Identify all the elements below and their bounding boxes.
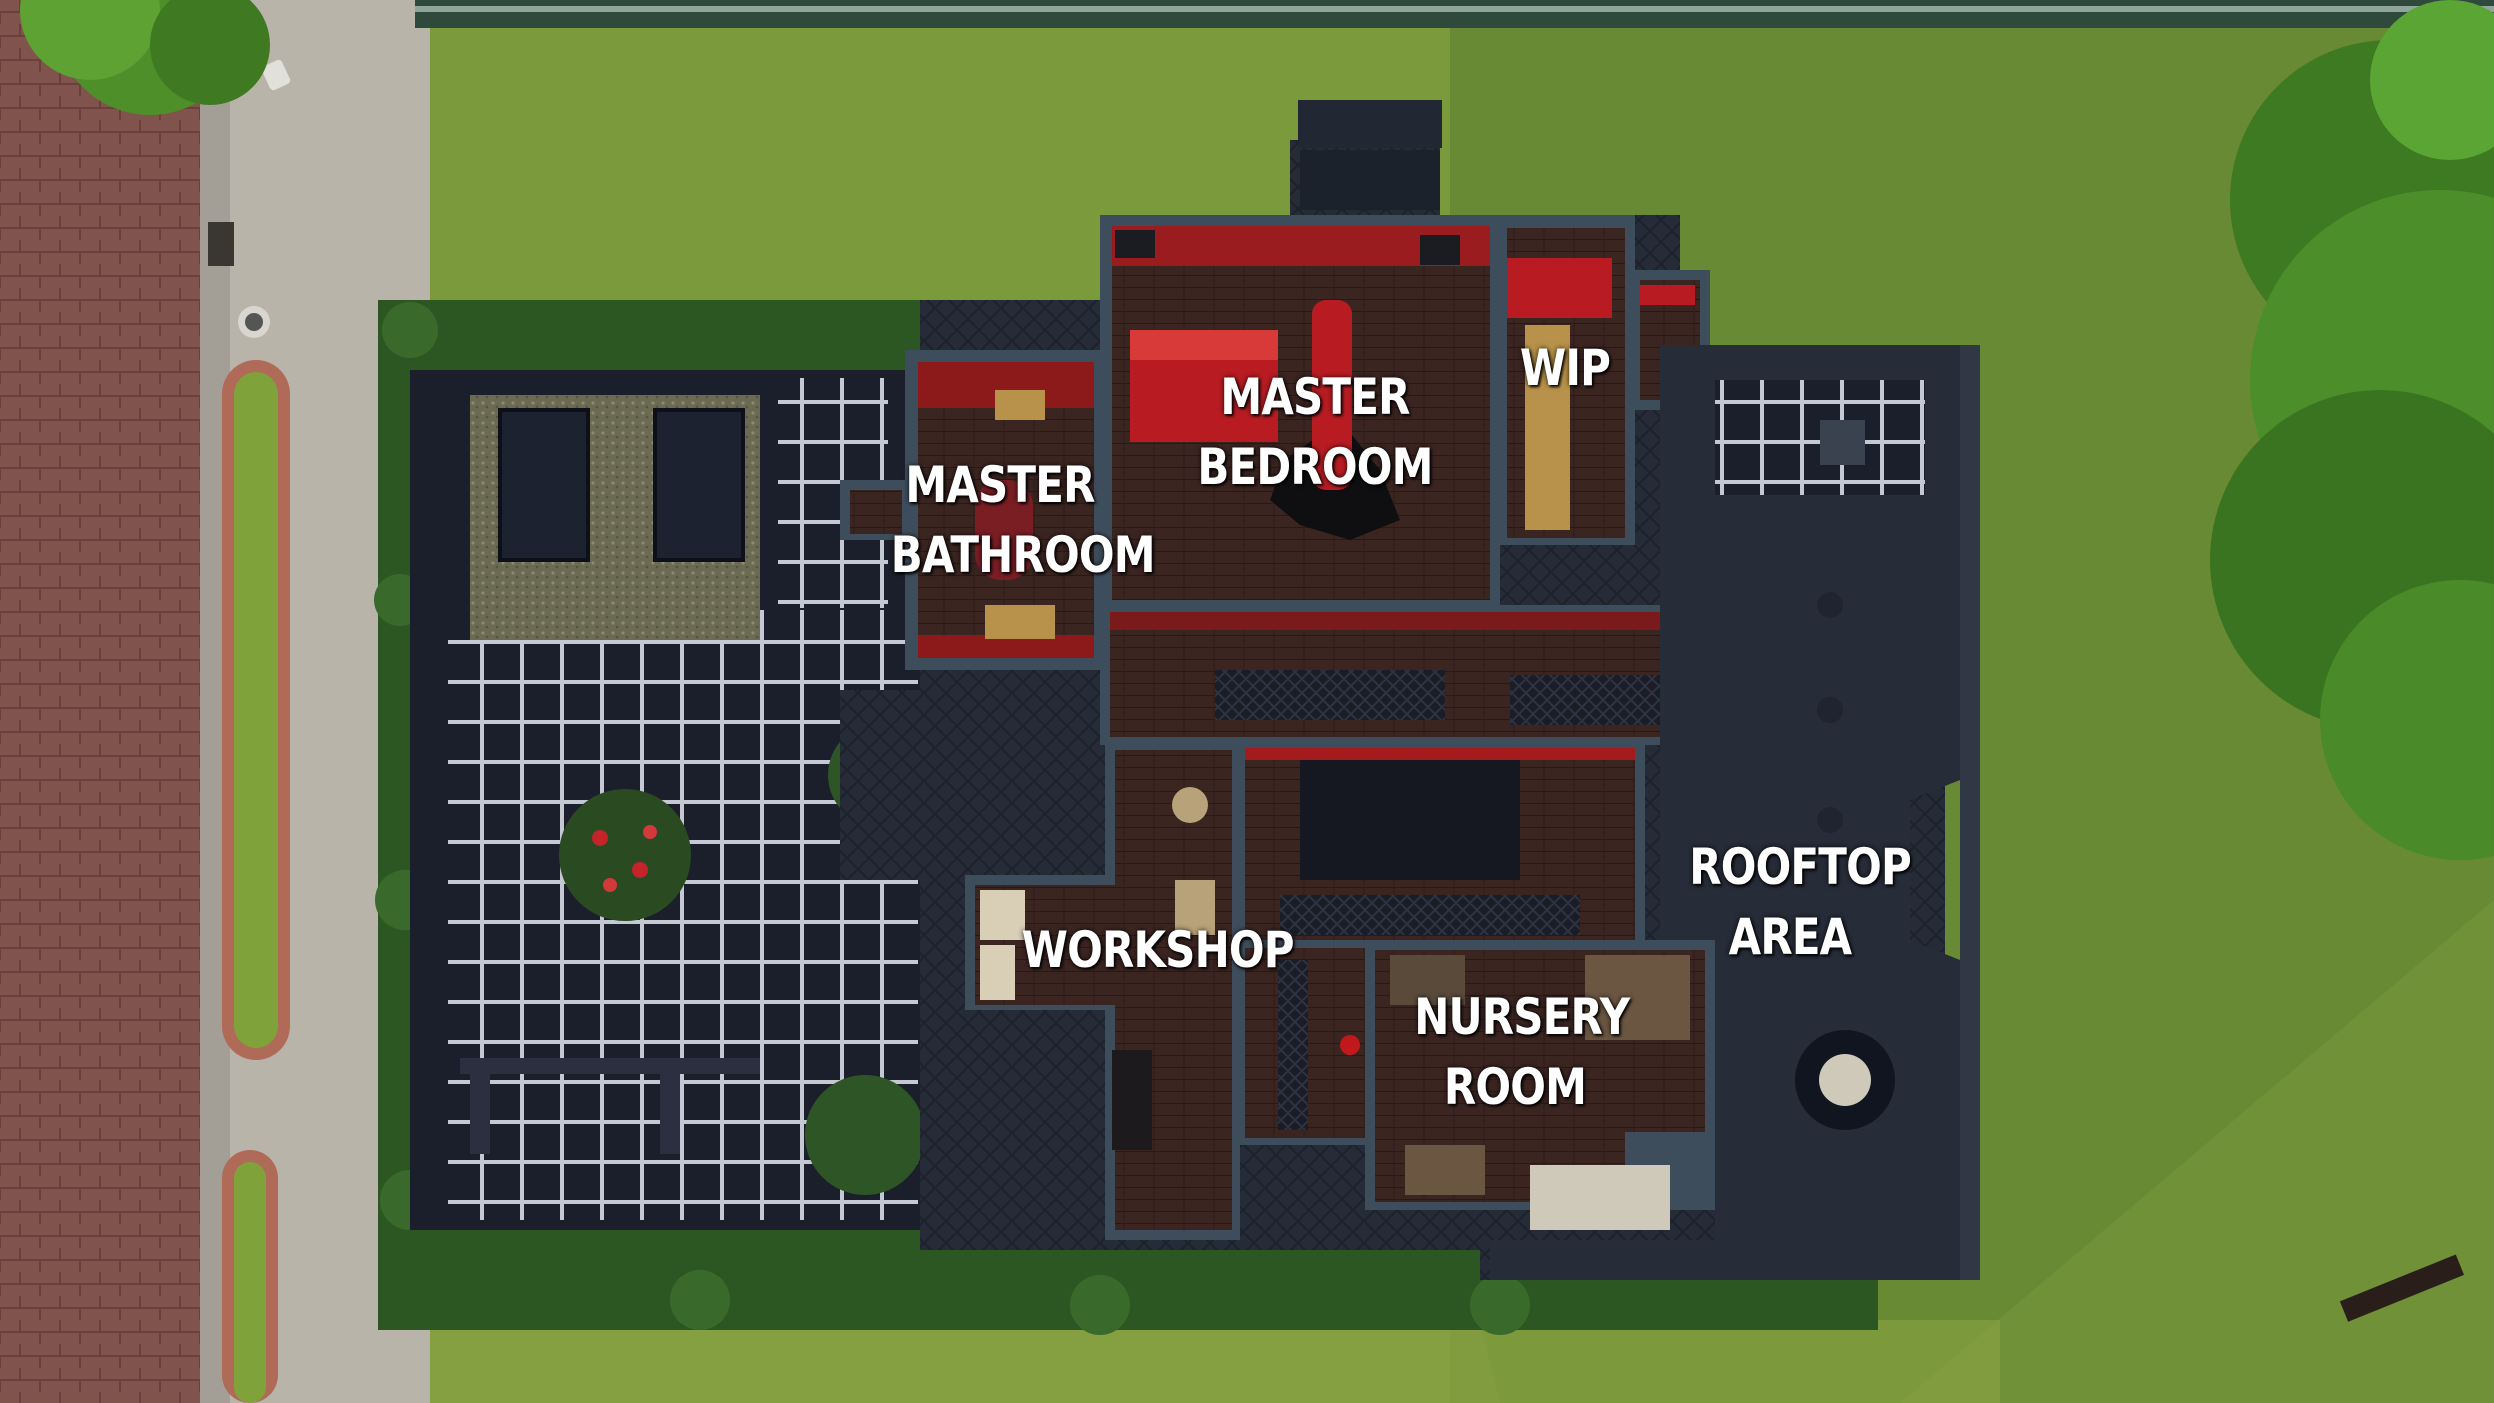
chimney <box>1298 100 1442 148</box>
road <box>0 0 215 1403</box>
tree-canopy-right <box>2210 0 2494 860</box>
armchair[interactable] <box>980 890 1025 940</box>
room-label-rooftop-area: ROOFTOP AREA <box>1689 838 1912 966</box>
room-label-workshop: WORKSHOP <box>1021 921 1295 979</box>
work-table[interactable] <box>1172 787 1208 823</box>
room-label-nursery-room: NURSERY ROOM <box>1414 988 1630 1116</box>
storm-drain <box>208 222 234 266</box>
patio-table-icon[interactable] <box>1820 420 1865 465</box>
play-mat <box>1530 1165 1670 1230</box>
room-label-wip: WIP <box>1519 339 1611 397</box>
flower-bush-icon <box>559 789 691 921</box>
room-label-master-bedroom: MASTER BEDROOM <box>1197 368 1433 496</box>
fence <box>415 0 2494 28</box>
hall-rug <box>1215 670 1445 720</box>
shrub <box>805 1075 925 1195</box>
lounge-chair[interactable] <box>653 408 745 562</box>
planter-strip <box>234 372 278 1048</box>
room-label-master-bathroom: MASTER BATHROOM <box>890 456 1156 584</box>
bathtub[interactable] <box>975 480 1033 580</box>
staircase[interactable] <box>1300 760 1520 880</box>
patio-table-icon[interactable] <box>1795 1030 1895 1130</box>
exercise-bench[interactable] <box>460 1058 760 1074</box>
crib[interactable] <box>1585 955 1690 1040</box>
runner-rug <box>1525 325 1570 530</box>
lounge-chair[interactable] <box>498 408 590 562</box>
bath-rug <box>985 605 1055 639</box>
park-bench-icon[interactable] <box>2339 1254 2465 1322</box>
workshop-floor[interactable] <box>1115 750 1232 1230</box>
tree-canopy-left <box>20 0 270 115</box>
chaise[interactable] <box>1312 300 1352 490</box>
